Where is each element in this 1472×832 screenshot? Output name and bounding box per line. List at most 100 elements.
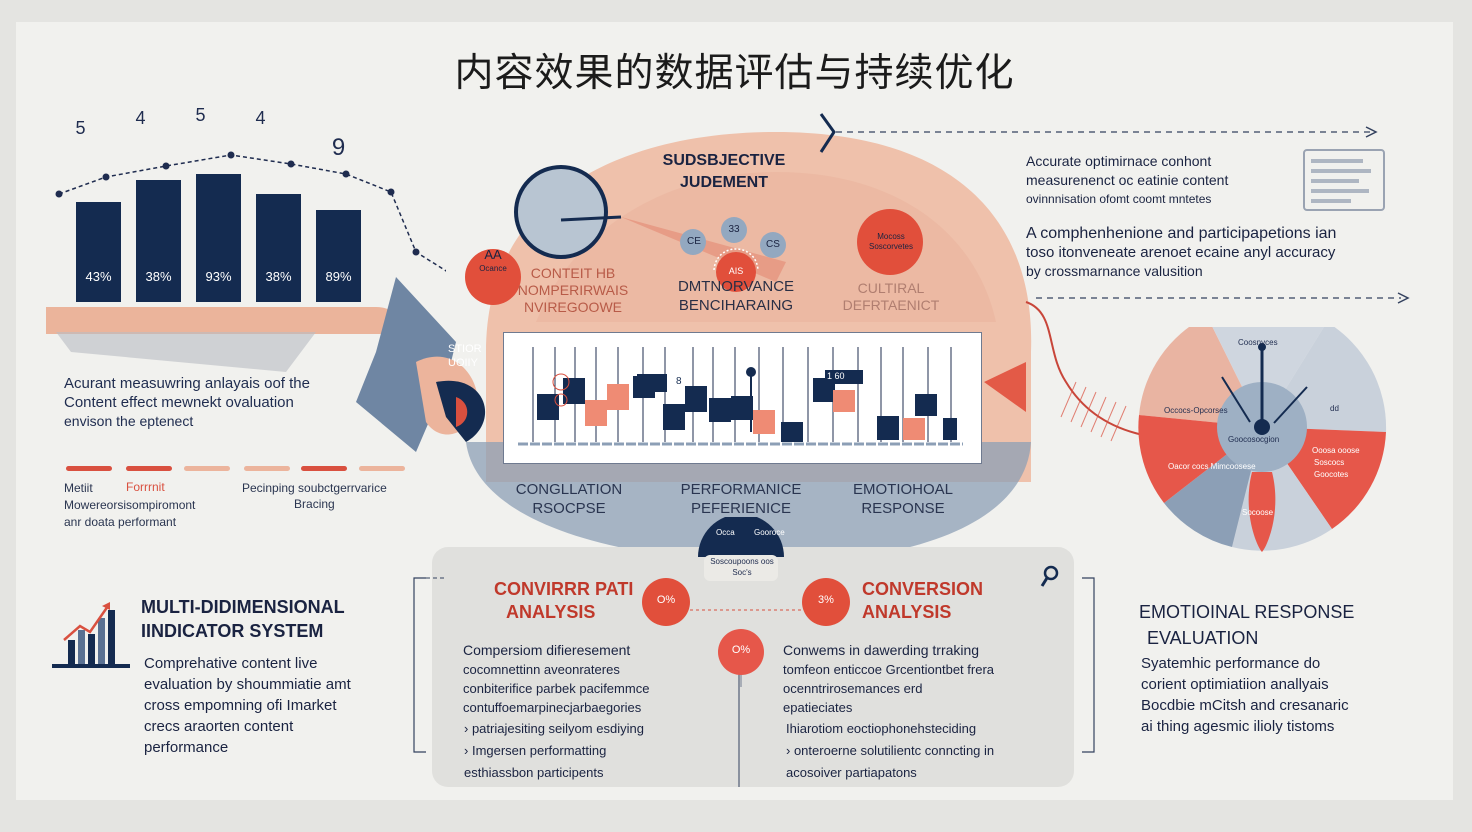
left-description: Acurant measuwring anlayais oof the Cont… xyxy=(64,374,310,430)
performance-line-1: PERFORMANICE xyxy=(680,481,802,498)
right-text-2-line-2: toso itonveneate arenoet ecaine anyl acc… xyxy=(1026,244,1336,261)
trend-line xyxy=(58,154,446,272)
trend-point-4 xyxy=(227,151,235,159)
semi-line-1: Soscoupoons oos xyxy=(710,557,774,566)
conv2-title: CONVERSION ANALYSIS xyxy=(862,578,983,624)
pie-label-4: Occocs-Opcorses xyxy=(1164,406,1228,415)
pie-label-7: Soscocs xyxy=(1314,458,1345,467)
legend-dash-6 xyxy=(359,466,405,471)
multi-desc-line-4: crecs araorten content xyxy=(144,718,294,735)
conv1-title-line-1: CONVIRRR PATI xyxy=(494,579,634,599)
legend-c-line-1: Pecinping soubctgerrvarice xyxy=(242,481,387,495)
emo-title: EMOTIOINAL RESPONSE EVALUATION xyxy=(1139,599,1354,651)
conv2-desc-line-3: ocenntrirosemances erd xyxy=(783,681,923,696)
red-badge-text: Mocoss Soscorvetes xyxy=(861,232,921,252)
mini-circle-2: 33 xyxy=(728,224,740,235)
pie-wheel xyxy=(1138,327,1387,552)
congllation-label: CONGLLATION RSOCPSE xyxy=(504,480,634,518)
right-text-1-line-3: ovinnnisation ofomt coomt mntetes xyxy=(1026,192,1212,206)
ais-label: AIS xyxy=(728,266,744,276)
pie-label-9: Socoose xyxy=(1242,508,1274,517)
multi-desc-line-2: evaluation by shoummiatie amt xyxy=(144,676,351,693)
conv2-desc-line-2: tomfeon enticcoe Grcentiontbet frera xyxy=(783,662,995,677)
conv2-bullet-1: Ihiarotiom eoctiophonehsteciding xyxy=(786,721,977,736)
performance-label: PERFORMANICE PEFERIENICE xyxy=(666,480,816,518)
multi-desc-line-5: performance xyxy=(144,739,229,756)
left-desc-line-3: envison the eptenect xyxy=(64,413,194,429)
bench-label: DMTNORVANCE BENCIHARAING xyxy=(666,277,806,315)
stor-line-1: STIOR xyxy=(448,343,482,355)
right-text-1: Accurate optimirnace conhont measurenenc… xyxy=(1026,152,1228,209)
pie-label-5: Oacor cocs Mimcoosese xyxy=(1168,462,1256,471)
document-icon xyxy=(1303,149,1385,211)
conv1-desc-line-1: Compersiom difieresement xyxy=(463,642,631,658)
pie-label-3: dd xyxy=(1330,404,1339,413)
red-badge xyxy=(857,209,923,275)
bar-value-label-3: 93% xyxy=(205,269,232,284)
conv1-title-line-2: ANALYSIS xyxy=(506,602,596,622)
trend-point-5 xyxy=(287,160,295,168)
trend-point-7 xyxy=(387,188,395,196)
aa-badge-sub: Ocance xyxy=(479,264,507,273)
timeline-label-1: 8 xyxy=(676,376,682,387)
pie-label-8: Goocotes xyxy=(1314,470,1349,479)
conv1-bullet-2: Imgersen performatting xyxy=(471,743,607,758)
right-text-2: A comphenhenione and participapetions ia… xyxy=(1026,224,1336,281)
aa-badge-text: AA Ocance xyxy=(463,248,523,276)
conv2-desc: Conwems in dawerding trraking tomfeon en… xyxy=(783,641,994,717)
conv1-badge: O% xyxy=(656,594,676,606)
pie-label-1: Coosnvces xyxy=(1238,338,1278,347)
legend-a-line-3: anr doata performant xyxy=(64,515,177,529)
conv1-tail: esthiassbon participents xyxy=(464,765,604,780)
bar-4 xyxy=(256,194,301,302)
legend-a-line-1: Metiit xyxy=(64,481,93,495)
bar-chart-trend-line xyxy=(55,151,446,272)
semicircle-badge xyxy=(698,517,784,581)
content-line-1: CONTEIT HB xyxy=(530,265,616,281)
red-badge-line-2: Soscorvetes xyxy=(868,242,914,251)
bar-value-label-5: 89% xyxy=(325,269,352,284)
trend-point-2 xyxy=(102,173,110,181)
mini-circle-3: CS xyxy=(766,239,780,250)
chart-shelf xyxy=(46,307,397,334)
multi-desc: Comprehative content live evaluation by … xyxy=(144,653,351,758)
conv1-bullets: › patriajesiting seilyom esdiying › Imge… xyxy=(464,718,644,784)
left-desc-line-1: Acurant measuwring anlayais oof the xyxy=(64,375,310,392)
conv2-desc-line-4: epatieciates xyxy=(783,700,853,715)
center-badge: O% xyxy=(731,644,751,656)
emo-desc-line-1: Syatemhic performance do xyxy=(1141,655,1321,672)
legend-dash-4 xyxy=(244,466,290,471)
emotional-line-1: EMOTIOHOAL xyxy=(852,481,953,498)
bar-top-label-1: 5 xyxy=(75,118,86,138)
conv2-title-line-1: CONVERSION xyxy=(862,579,984,599)
conv2-bullets: Ihiarotiom eoctiophonehsteciding › onter… xyxy=(786,718,994,784)
bar-top-label-3: 5 xyxy=(195,105,206,125)
bench-line-2: BENCIHARAING xyxy=(678,297,794,314)
bar-top-label-5: 9 xyxy=(331,134,346,161)
bar-top-label-2: 4 xyxy=(135,108,146,128)
bar-value-label-4: 38% xyxy=(265,269,292,284)
conv2-badge: 3% xyxy=(818,594,834,606)
conv1-desc-line-3: conbiterifice parbek pacifemmce xyxy=(463,681,650,696)
bar-value-label-1: 43% xyxy=(85,269,112,284)
culture-line-1: CULTIRAL xyxy=(857,280,925,296)
emo-desc-line-4: ai thing agesmic ilioly tistoms xyxy=(1141,718,1335,735)
page-title: 内容效果的数据评估与持续优化 xyxy=(454,52,1015,95)
right-text-1-line-2: measurenenct oc eatinie content xyxy=(1026,172,1229,188)
subjective-label: SUDSBJECTIVE JUDEMENT xyxy=(644,150,804,194)
bar-5 xyxy=(316,210,361,302)
content-line-2: NOMPERIRWAIS xyxy=(517,282,629,298)
infographic-poster: 内容效果的数据评估与持续优化 xyxy=(16,22,1453,800)
search-icon xyxy=(1040,565,1059,587)
multi-desc-line-1: Comprehative content live xyxy=(144,655,318,672)
stor-label: STIOR UOIIY xyxy=(448,342,482,370)
culture-line-2: DEFRTAENICT xyxy=(842,297,940,313)
multi-title-line-2: IINDICATOR SYSTEM xyxy=(141,621,324,641)
mini-circle-1: CE xyxy=(687,236,701,247)
pie-label-6: Ooosa ooose xyxy=(1312,446,1360,455)
center-blue-bowl xyxy=(466,442,1031,562)
stor-line-2: UOIIY xyxy=(448,357,478,369)
aa-badge-title: AA xyxy=(484,247,502,262)
emo-desc: Syatemhic performance do corient optimia… xyxy=(1141,653,1349,737)
congllation-line-1: CONGLLATION xyxy=(515,481,623,498)
